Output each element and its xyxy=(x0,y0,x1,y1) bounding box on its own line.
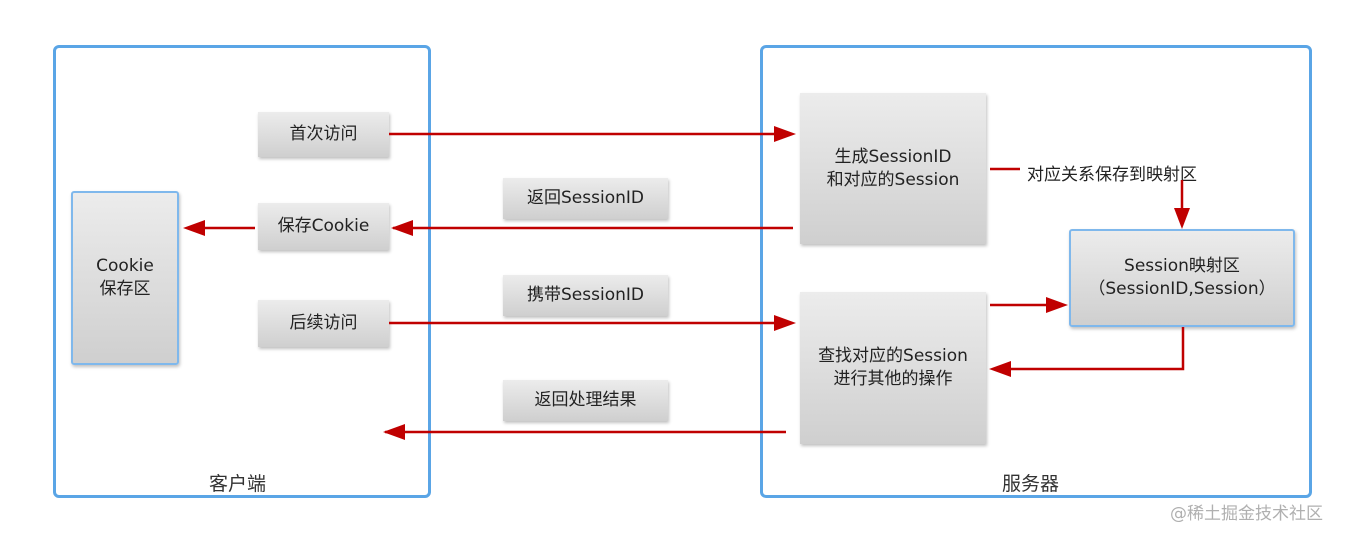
head-map-to-lookup xyxy=(989,361,1011,377)
lookup-line2: 进行其他的操作 xyxy=(833,369,953,389)
generate-line1: 生成SessionID xyxy=(834,146,952,167)
first-visit-label: 首次访问 xyxy=(289,124,358,145)
carry-session-id-label: 携带SessionID xyxy=(527,285,644,306)
lookup-session-box: 查找对应的Session 进行其他的操作 xyxy=(800,292,986,444)
later-visit-box: 后续访问 xyxy=(258,300,389,347)
session-map-box: Session映射区 （SessionID,Session） xyxy=(1069,229,1295,327)
lookup-line1: 查找对应的Session xyxy=(818,346,968,367)
map-edge-label: 对应关系保存到映射区 xyxy=(1027,165,1197,185)
head-lookup-to-map xyxy=(1046,297,1068,313)
arrow-map-to-lookup xyxy=(995,327,1185,371)
head-return-session-id xyxy=(391,220,413,236)
generate-line2: 和对应的Session xyxy=(826,169,960,190)
cookie-store-line1: Cookie xyxy=(96,256,154,277)
head-to-map xyxy=(1174,208,1190,229)
later-visit-label: 后续访问 xyxy=(289,313,358,334)
watermark-text: @稀土掘金技术社区 xyxy=(1170,504,1323,524)
first-visit-box: 首次访问 xyxy=(258,112,389,157)
head-save-cookie xyxy=(183,220,205,236)
save-cookie-label: 保存Cookie xyxy=(277,216,370,237)
head-return-result xyxy=(383,424,405,440)
cookie-store-box: Cookie 保存区 xyxy=(71,191,179,365)
client-label: 客户端 xyxy=(209,473,267,495)
return-session-id-label: 返回SessionID xyxy=(527,188,644,209)
cookie-store-line2: 保存区 xyxy=(99,279,151,299)
return-session-id-box: 返回SessionID xyxy=(503,178,668,219)
server-label: 服务器 xyxy=(1002,473,1060,495)
carry-session-id-box: 携带SessionID xyxy=(503,275,668,316)
return-result-box: 返回处理结果 xyxy=(503,380,668,421)
save-cookie-box: 保存Cookie xyxy=(258,203,389,250)
session-map-line1: Session映射区 xyxy=(1124,256,1240,277)
session-map-line2: （SessionID,Session） xyxy=(1088,279,1276,299)
generate-session-box: 生成SessionID 和对应的Session xyxy=(800,93,986,244)
head-first-visit xyxy=(774,126,796,142)
head-later-visit xyxy=(774,315,796,331)
return-result-label: 返回处理结果 xyxy=(534,390,637,411)
